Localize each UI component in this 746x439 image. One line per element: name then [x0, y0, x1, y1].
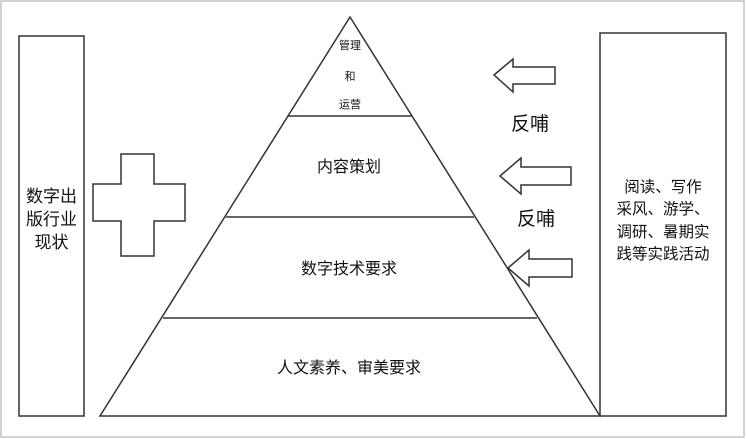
right-box-line-1: 阅读、写作	[624, 178, 702, 196]
right-box-line-4: 践等实践活动	[616, 245, 710, 264]
tier-1-line-3: 运营	[339, 97, 361, 111]
left-box	[18, 35, 85, 417]
tier-1-line-2: 和	[345, 70, 356, 83]
feedback-label-2: 反哺	[517, 208, 555, 230]
feedback-arrow-2-icon	[498, 156, 572, 196]
feedback-arrow-3-icon	[506, 248, 573, 288]
left-box-line-1: 数字出	[26, 187, 77, 207]
tier-1-line-1: 管理	[339, 38, 361, 52]
tier-2-label: 内容策划	[317, 157, 381, 176]
right-box-line-2: 采风、游学、	[616, 200, 710, 219]
feedback-label-1: 反哺	[511, 113, 549, 135]
left-box-line-2: 版行业	[26, 209, 77, 230]
tier-4-label: 人文素养、审美要求	[277, 358, 421, 377]
tier-3-label: 数字技术要求	[301, 259, 397, 278]
feedback-arrow-1-icon	[492, 57, 556, 94]
left-box-text: 数字出 版行业 现状	[19, 186, 84, 255]
right-box-text: 阅读、写作 采风、游学、 调研、暑期实 践等实践活动	[602, 176, 724, 266]
plus-sign-icon	[92, 153, 186, 257]
left-box-line-3: 现状	[34, 232, 69, 253]
right-box	[599, 32, 727, 417]
right-box-line-3: 调研、暑期实	[616, 222, 710, 241]
